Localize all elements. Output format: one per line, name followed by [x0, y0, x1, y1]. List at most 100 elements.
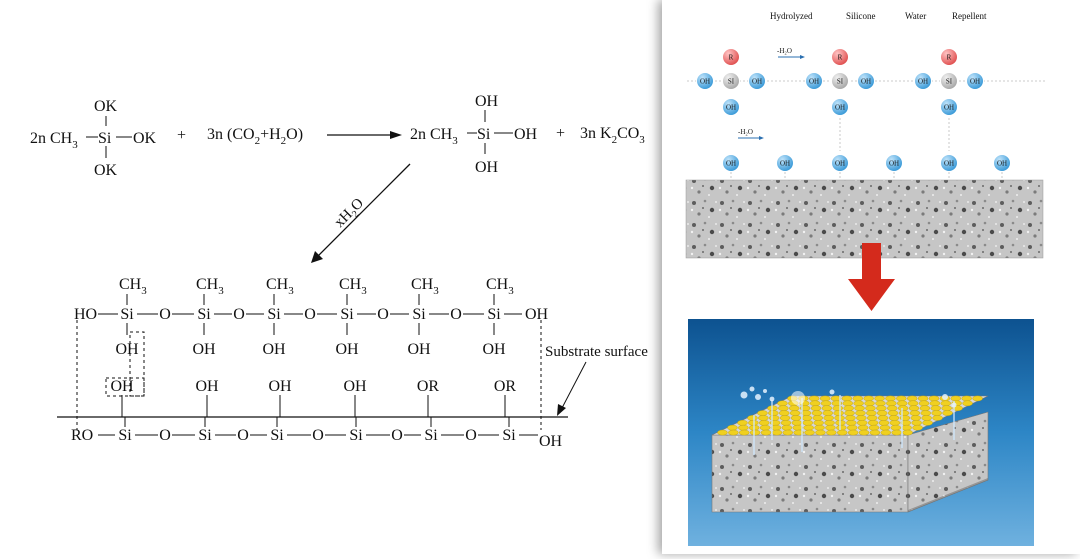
substrate-si-atom: Si	[118, 427, 132, 444]
coating-molecule-dot	[769, 415, 780, 421]
coating-molecule-dot	[940, 400, 951, 407]
coating-molecule-dot	[790, 415, 802, 421]
coating-molecule-dot	[908, 405, 920, 411]
coating-molecule-dot	[778, 405, 789, 411]
coating-molecule-dot	[852, 395, 863, 402]
coating-molecule-dot	[890, 424, 901, 431]
h2o-release-arrow-1: -H₂O	[777, 47, 805, 59]
substrate-ro-left: RO	[71, 427, 93, 444]
substrate-oxygen: O	[312, 427, 324, 444]
polymer-oxygen: O	[233, 306, 245, 323]
svg-text:SI: SI	[728, 78, 735, 86]
svg-text:Water: Water	[905, 11, 926, 21]
oh-ball: OH	[914, 72, 932, 90]
coated-stone-3d-image	[688, 319, 1034, 546]
coating-molecule-dot	[941, 405, 952, 411]
svg-text:Silicone: Silicone	[846, 11, 876, 21]
coating-molecule-dot	[888, 415, 900, 421]
coating-molecule-dot	[777, 400, 788, 407]
surface-oh-ball: OH	[831, 154, 849, 172]
coating-molecule-dot	[855, 410, 866, 416]
reactant1-ok-right: OK	[133, 130, 157, 147]
polymer-si-atom: Si	[340, 306, 354, 323]
svg-text:2n CH3: 2n CH3	[30, 130, 78, 151]
coating-molecule-dot	[791, 420, 803, 426]
coating-molecule-dot	[866, 410, 877, 416]
coating-molecule-dot	[874, 395, 885, 402]
substrate-oxygen: O	[159, 427, 171, 444]
coating-molecule-dot	[782, 429, 793, 436]
h2o-release-arrow-2: -H₂O	[738, 128, 764, 140]
svg-text:OH: OH	[944, 160, 954, 168]
coating-molecule-dot	[811, 410, 823, 416]
coating-molecule-dot	[820, 400, 832, 407]
polymer-oxygen: O	[377, 306, 389, 323]
substrate-oxygen: O	[237, 427, 249, 444]
coating-molecule-dot	[864, 400, 875, 407]
svg-text:OH: OH	[997, 160, 1007, 168]
coating-molecule-dot	[877, 415, 889, 421]
coating-molecule-dot	[780, 420, 792, 426]
coating-molecule-dot	[809, 400, 821, 407]
coating-molecule-dot	[889, 420, 901, 426]
polymer-oxygen: O	[159, 306, 171, 323]
coating-molecule-dot	[846, 420, 857, 426]
panel-title: Hydrolyzed Silicone Water Repellent	[770, 11, 987, 21]
coating-molecule-dot	[911, 420, 922, 426]
svg-text:OH: OH	[835, 104, 845, 112]
coating-molecule-dot	[717, 429, 728, 436]
surface-group: OH	[195, 378, 219, 395]
si-atom-ball: SI	[831, 72, 849, 90]
polymer-si-atom: Si	[267, 306, 281, 323]
water-repellent-panel: Hydrolyzed Silicone Water Repellent -H₂O…	[662, 0, 1080, 554]
svg-text:2n CH3: 2n CH3	[410, 126, 458, 147]
coating-molecule-dot	[843, 405, 854, 411]
r-group-ball: R	[722, 48, 740, 66]
substrate-si-atom: Si	[198, 427, 212, 444]
coating-molecule-dot	[771, 429, 783, 436]
reactant1-sub: 3	[72, 139, 78, 151]
coating-molecule-dot	[810, 405, 822, 411]
coating-molecule-dot	[907, 395, 918, 402]
surface-oh-ball: OH	[776, 154, 794, 172]
water-label: xH2O	[332, 195, 370, 233]
svg-text:R: R	[729, 54, 734, 62]
svg-text:OH: OH	[700, 78, 710, 86]
svg-text:OH: OH	[809, 78, 819, 86]
reactant-co2-water: 3n (CO2+H2O)	[207, 126, 303, 147]
coating-molecule-dot	[779, 410, 790, 416]
polymer-si-atom: Si	[120, 306, 134, 323]
coating-molecule-dot	[886, 400, 897, 407]
substrate-oh-right: OH	[539, 433, 563, 450]
polymer-hydroxyl: OH	[407, 341, 431, 358]
coating-molecule-dot	[789, 405, 800, 411]
svg-text:R: R	[838, 54, 843, 62]
polymer-hydroxyl: OH	[482, 341, 506, 358]
coating-molecule-dot	[757, 410, 768, 416]
coating-molecule-dot	[932, 415, 943, 421]
svg-text:Repellent: Repellent	[952, 11, 987, 21]
coating-molecule-dot	[749, 429, 761, 436]
coating-molecule-dot	[876, 405, 887, 411]
reactant1-prefix: 2n CH	[30, 130, 73, 147]
coating-molecule-dot	[901, 424, 912, 431]
coating-molecule-dot	[802, 420, 813, 426]
substrate-si-atom: Si	[424, 427, 438, 444]
coating-molecule-dot	[856, 415, 867, 421]
svg-text:SI: SI	[946, 78, 953, 86]
polymer-methyl-group: CH3	[266, 276, 294, 297]
coating-molecule-dot	[853, 400, 864, 407]
coating-molecule-dot	[912, 424, 923, 431]
polymer-oxygen: O	[304, 306, 316, 323]
coating-molecule-dot	[907, 400, 919, 407]
coating-molecule-dot	[867, 420, 879, 426]
water-repellent-illustration: Hydrolyzed Silicone Water Repellent -H₂O…	[685, 11, 1047, 546]
coating-molecule-dot	[896, 395, 907, 402]
coating-molecule-dot	[858, 429, 870, 436]
polymer-ho-left: HO	[74, 306, 97, 323]
coating-molecule-dot	[962, 400, 973, 407]
oh-ball: OH	[966, 72, 984, 90]
